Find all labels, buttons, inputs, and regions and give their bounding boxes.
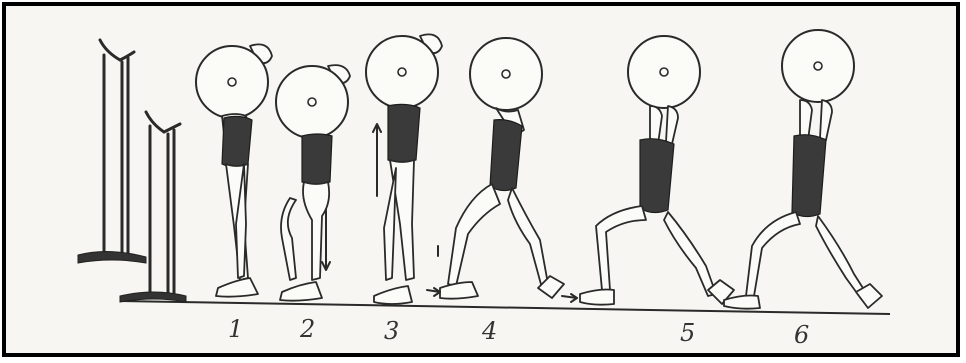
frame-label-5: 5 bbox=[680, 319, 695, 347]
frame-label-2: 2 bbox=[299, 315, 315, 343]
rack-stand-front bbox=[120, 112, 186, 302]
lifter-figure-5 bbox=[562, 36, 734, 305]
frame-label-6: 6 bbox=[794, 321, 809, 349]
frame-label-1: 1 bbox=[228, 315, 243, 343]
lifter-figure-1 bbox=[196, 44, 272, 296]
frame-label-3: 3 bbox=[384, 317, 399, 345]
lifter-figure-3 bbox=[366, 34, 442, 304]
rack-stand-back bbox=[78, 40, 146, 263]
lifter-figure-6 bbox=[724, 30, 882, 309]
frame-label-4: 4 bbox=[481, 317, 497, 345]
lifter-figure-4 bbox=[427, 38, 564, 299]
ground-line bbox=[120, 301, 890, 314]
lifter-figure-2 bbox=[276, 65, 350, 301]
